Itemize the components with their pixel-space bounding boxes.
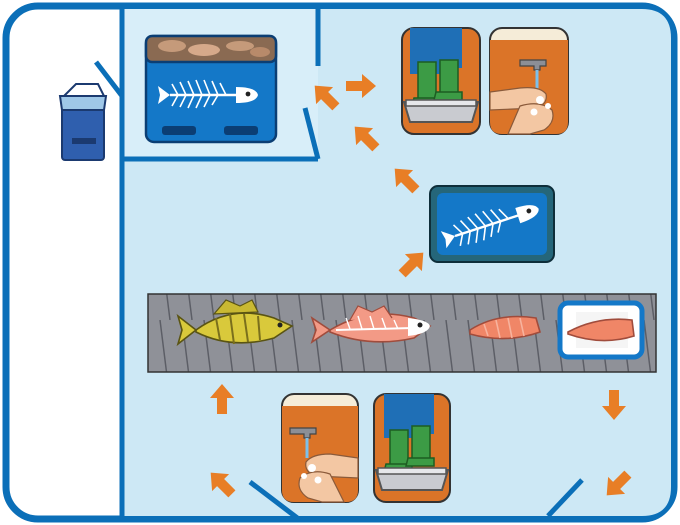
fish-skeleton-tray-icon (430, 186, 554, 262)
boot-disinfection-tray-icon (374, 394, 450, 502)
hand-washing-icon (282, 394, 358, 502)
waste-bin-icon (60, 84, 106, 160)
hand-washing-icon (490, 28, 568, 134)
packaged-fillet-icon (560, 303, 642, 357)
boot-disinfection-tray-icon (402, 28, 480, 134)
offal-container-icon (146, 36, 276, 142)
